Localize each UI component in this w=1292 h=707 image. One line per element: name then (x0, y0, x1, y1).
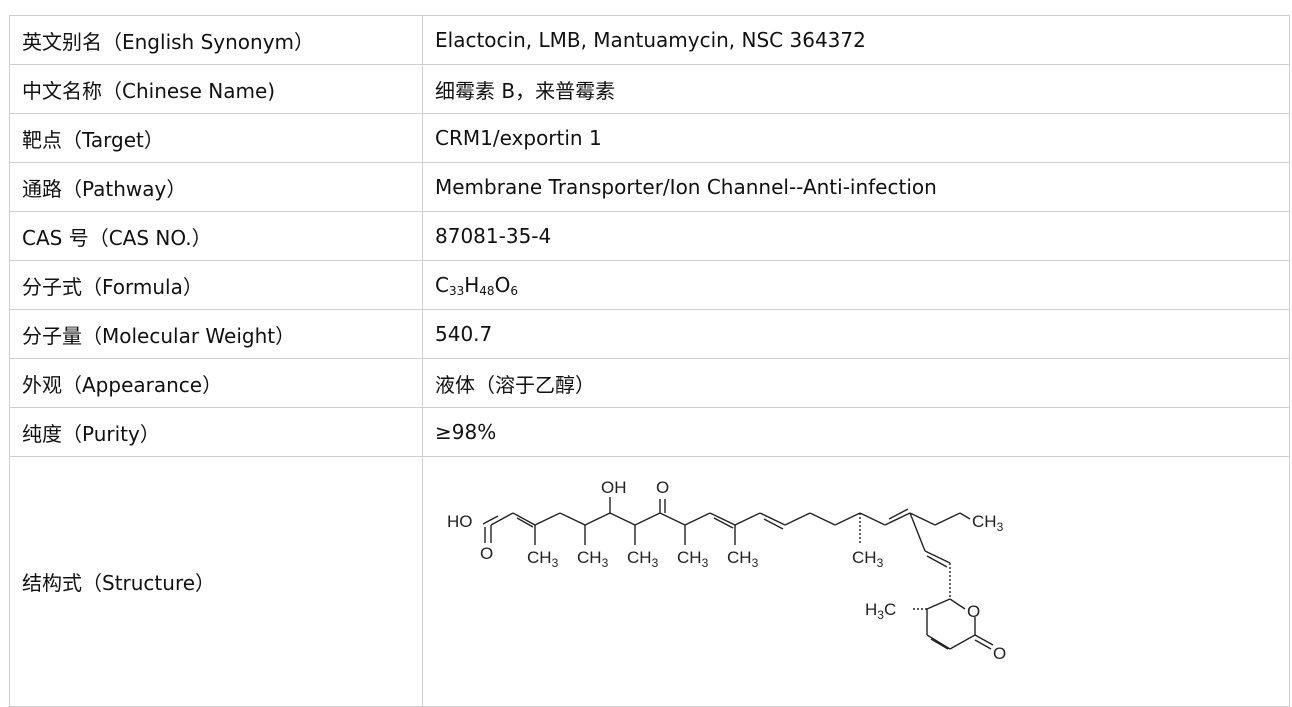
methyl-label: H3C (865, 600, 896, 622)
row-label: 靶点（Target） (9, 113, 423, 163)
row-label: 分子式（Formula） (9, 260, 423, 310)
methyl-label: CH3 (852, 548, 884, 570)
formula-value: C33H48O6 (422, 260, 1290, 310)
row-value: 细霉素 B，来普霉素 (422, 64, 1290, 114)
row-label: 外观（Appearance） (9, 358, 423, 408)
methyl-label: CH3 (972, 512, 1004, 534)
row-label: 分子量（Molecular Weight） (9, 309, 423, 359)
methyl-label: CH3 (677, 548, 709, 570)
row-value: Membrane Transporter/Ion Channel--Anti-i… (422, 162, 1290, 212)
row-label: CAS 号（CAS NO.） (9, 211, 423, 261)
methyl-label: CH3 (577, 548, 609, 570)
hydroxyl-label: OH (601, 478, 627, 497)
table-row: 中文名称（Chinese Name) 细霉素 B，来普霉素 (9, 64, 1290, 114)
hydroxyl-label: HO (447, 512, 473, 531)
table-row: 结构式（Structure） (9, 456, 1290, 707)
oxygen-label: O (967, 602, 980, 621)
row-label: 纯度（Purity） (9, 407, 423, 457)
chemical-structure-diagram: HO O OH O CH3 CH3 CH3 CH3 CH3 CH3 CH3 H3… (447, 478, 1006, 663)
row-label: 结构式（Structure） (9, 456, 423, 707)
row-value: 87081-35-4 (422, 211, 1290, 261)
table-row: 通路（Pathway） Membrane Transporter/Ion Cha… (9, 162, 1290, 212)
oxygen-label: O (656, 478, 669, 497)
row-value: CRM1/exportin 1 (422, 113, 1290, 163)
table-row: 分子量（Molecular Weight） 540.7 (9, 309, 1290, 359)
row-label: 英文别名（English Synonym） (9, 15, 423, 65)
oxygen-label: O (480, 544, 493, 563)
structure-cell: HO O OH O CH3 CH3 CH3 CH3 CH3 CH3 CH3 H3… (422, 456, 1290, 707)
methyl-label: CH3 (527, 548, 559, 570)
table-row: 分子式（Formula） C33H48O6 (9, 260, 1290, 310)
row-label: 中文名称（Chinese Name) (9, 64, 423, 114)
oxygen-label: O (993, 644, 1006, 663)
methyl-label: CH3 (627, 548, 659, 570)
table-row: 纯度（Purity） ≥98% (9, 407, 1290, 457)
table-row: CAS 号（CAS NO.） 87081-35-4 (9, 211, 1290, 261)
row-value: Elactocin, LMB, Mantuamycin, NSC 364372 (422, 15, 1290, 65)
properties-table: 英文别名（English Synonym） Elactocin, LMB, Ma… (9, 15, 1290, 707)
row-value: ≥98% (422, 407, 1290, 457)
table-row: 英文别名（English Synonym） Elactocin, LMB, Ma… (9, 15, 1290, 65)
table-row: 外观（Appearance） 液体（溶于乙醇） (9, 358, 1290, 408)
row-value: 液体（溶于乙醇） (422, 358, 1290, 408)
row-value: 540.7 (422, 309, 1290, 359)
methyl-label: CH3 (727, 548, 759, 570)
table-row: 靶点（Target） CRM1/exportin 1 (9, 113, 1290, 163)
row-label: 通路（Pathway） (9, 162, 423, 212)
